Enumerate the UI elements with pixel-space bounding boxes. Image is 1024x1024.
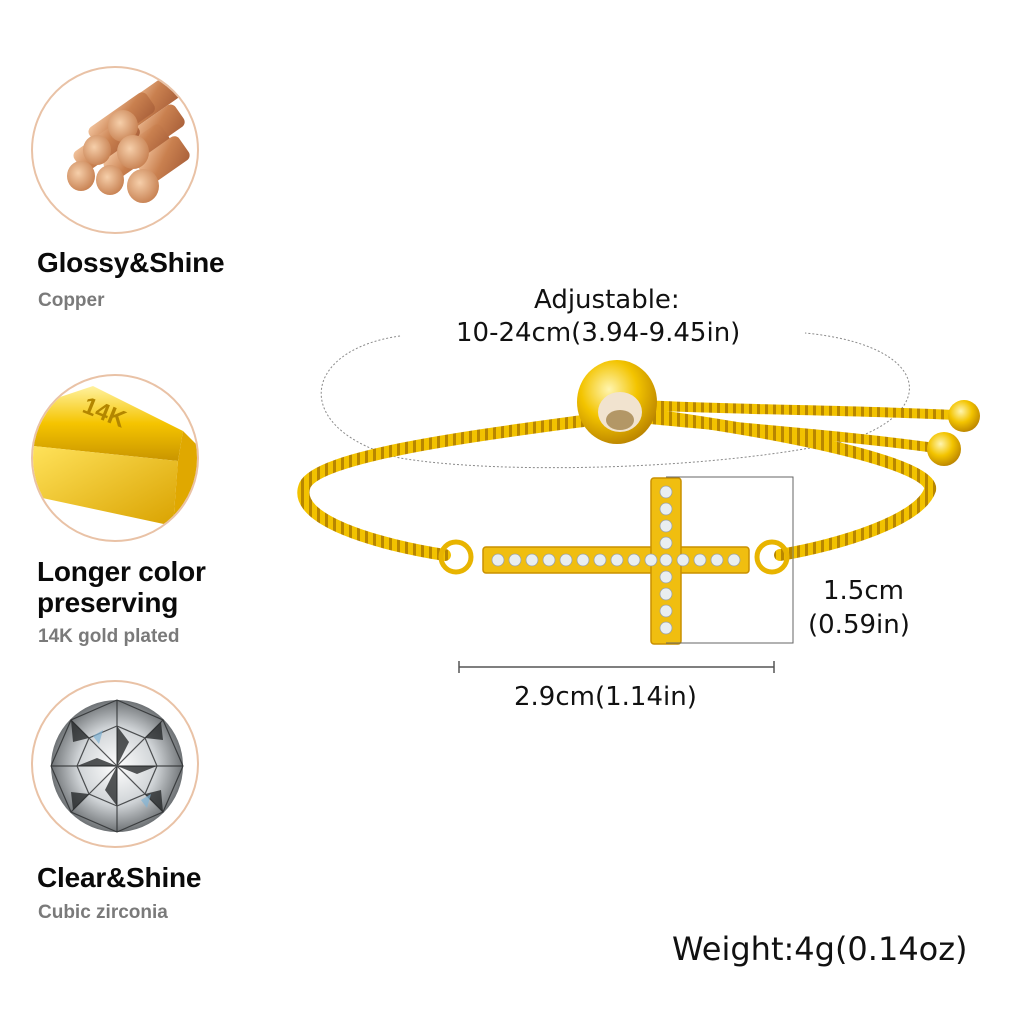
slider-bead xyxy=(577,360,657,444)
adjustable-range: 10-24cm(3.94-9.45in) xyxy=(456,318,741,348)
feature-copper: Glossy&Shine Copper xyxy=(0,0,270,330)
gold-badge: 14K xyxy=(31,374,199,542)
diamond-badge xyxy=(31,680,199,848)
feature-title-line2: preserving xyxy=(37,587,179,618)
feature-title: Clear&Shine xyxy=(37,862,202,893)
feature-gold-plated: 14K Longer color preserving 14K gold pla… xyxy=(0,360,270,660)
feature-title: Glossy&Shine xyxy=(37,247,225,278)
jump-ring-right xyxy=(754,539,790,575)
chain-right xyxy=(624,406,937,561)
feature-subtitle: 14K gold plated xyxy=(38,626,180,647)
width-label: 2.9cm(1.14in) xyxy=(514,682,697,712)
copper-rods-icon xyxy=(67,76,190,203)
chain-tail-2 xyxy=(639,413,936,453)
adjustable-guide xyxy=(320,332,910,469)
diamond-icon xyxy=(50,699,184,833)
feature-title-line1: Longer color xyxy=(37,556,206,587)
end-bead-1 xyxy=(948,400,980,432)
cross-pendant xyxy=(482,477,750,645)
gold-bar-icon: 14K xyxy=(33,386,197,526)
adjustable-label: Adjustable: xyxy=(534,285,680,315)
chain-left xyxy=(297,414,596,561)
end-bead-2 xyxy=(927,432,961,466)
weight-label: Weight:4g(0.14oz) xyxy=(672,930,968,968)
width-dimension-line xyxy=(458,661,775,673)
chain-tail-1 xyxy=(639,400,956,420)
height-in-label: (0.59in) xyxy=(808,610,910,640)
feature-cubic-zirconia: Clear&Shine Cubic zirconia xyxy=(0,670,270,930)
copper-badge xyxy=(31,66,199,234)
jump-ring-left xyxy=(438,539,474,575)
feature-subtitle: Copper xyxy=(38,290,105,311)
height-dimension-box xyxy=(666,476,794,644)
height-cm-label: 1.5cm xyxy=(823,576,904,606)
feature-subtitle: Cubic zirconia xyxy=(38,902,168,923)
